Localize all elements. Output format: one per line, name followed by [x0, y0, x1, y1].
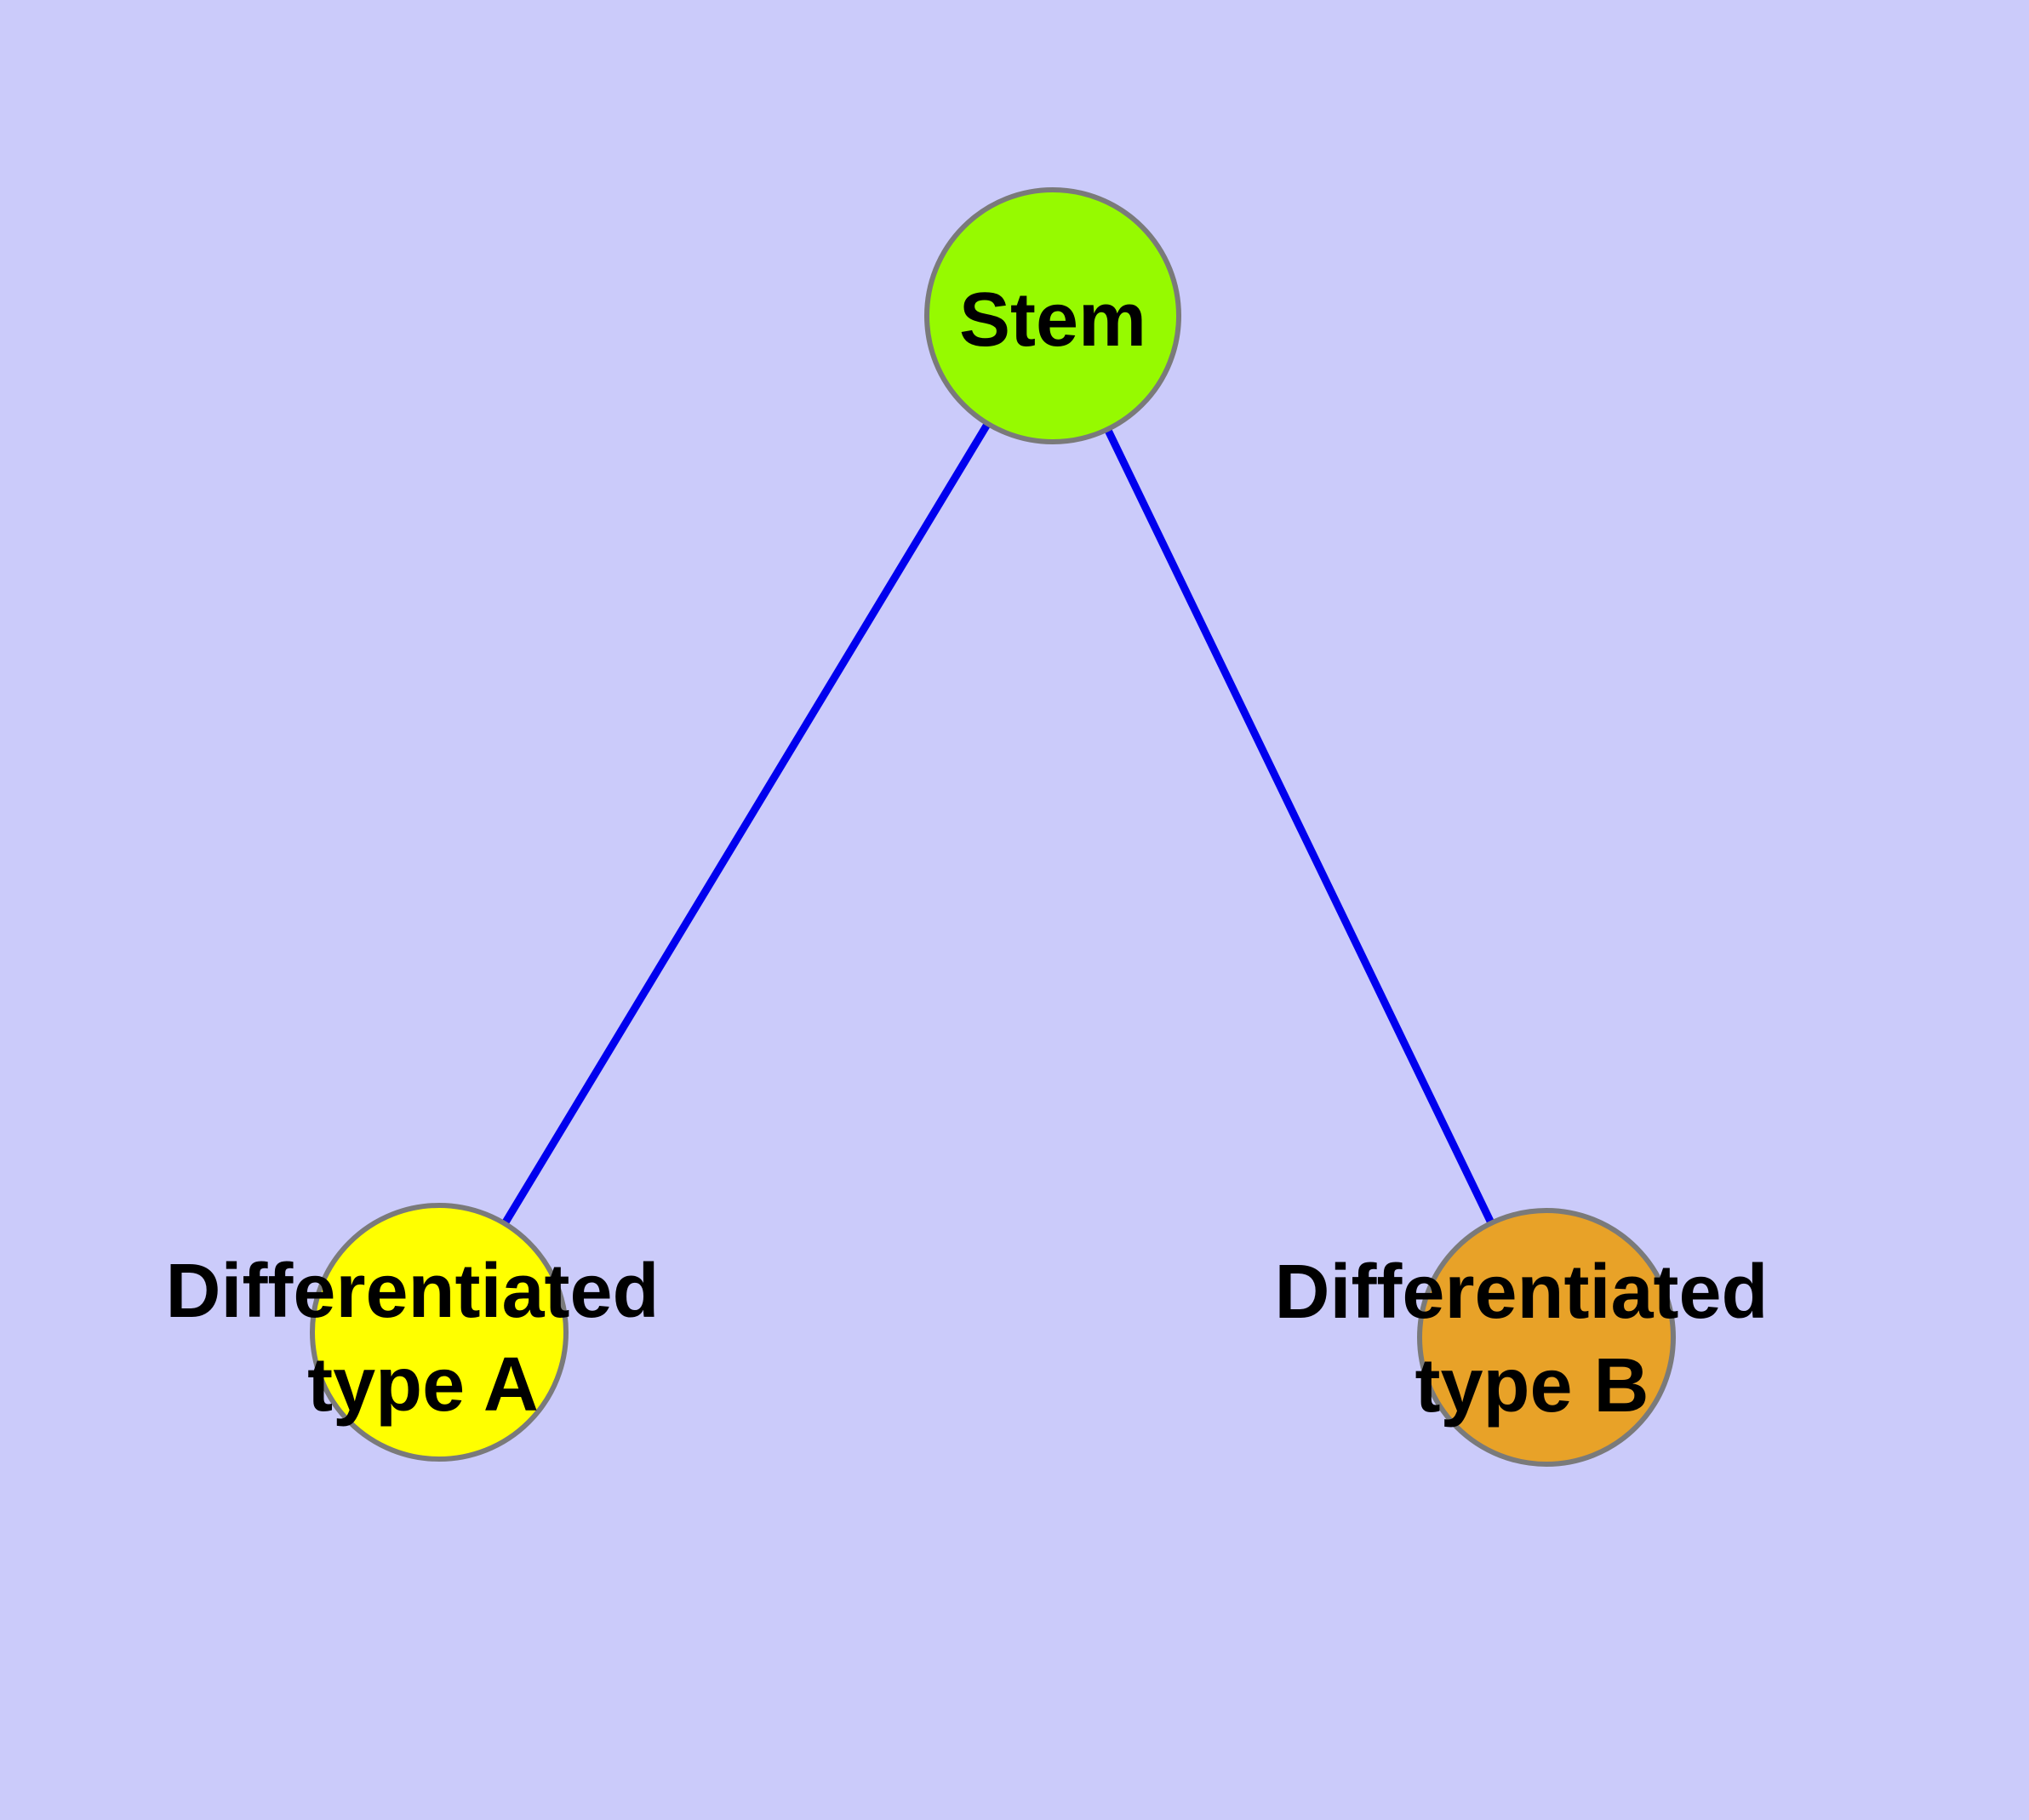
node-type-a-label: Differentiated type A — [165, 1249, 680, 1428]
edge-stem-to-type-b — [1049, 314, 1551, 1339]
node-type-b-circle — [1417, 1208, 1676, 1467]
node-stem-circle — [924, 187, 1181, 444]
node-type-a-label-line2: type A — [307, 1342, 539, 1428]
node-type-b-label-line2: type B — [1415, 1343, 1649, 1428]
node-type-b-label-line1: Differentiated — [1274, 1250, 1768, 1335]
node-type-b-label: Differentiated type B — [1274, 1250, 1789, 1428]
edge-stem-to-type-a — [436, 313, 1056, 1335]
node-stem-label: Stem — [959, 278, 1146, 363]
node-type-a-label-line1: Differentiated — [165, 1249, 659, 1334]
node-type-a-circle — [310, 1203, 569, 1462]
